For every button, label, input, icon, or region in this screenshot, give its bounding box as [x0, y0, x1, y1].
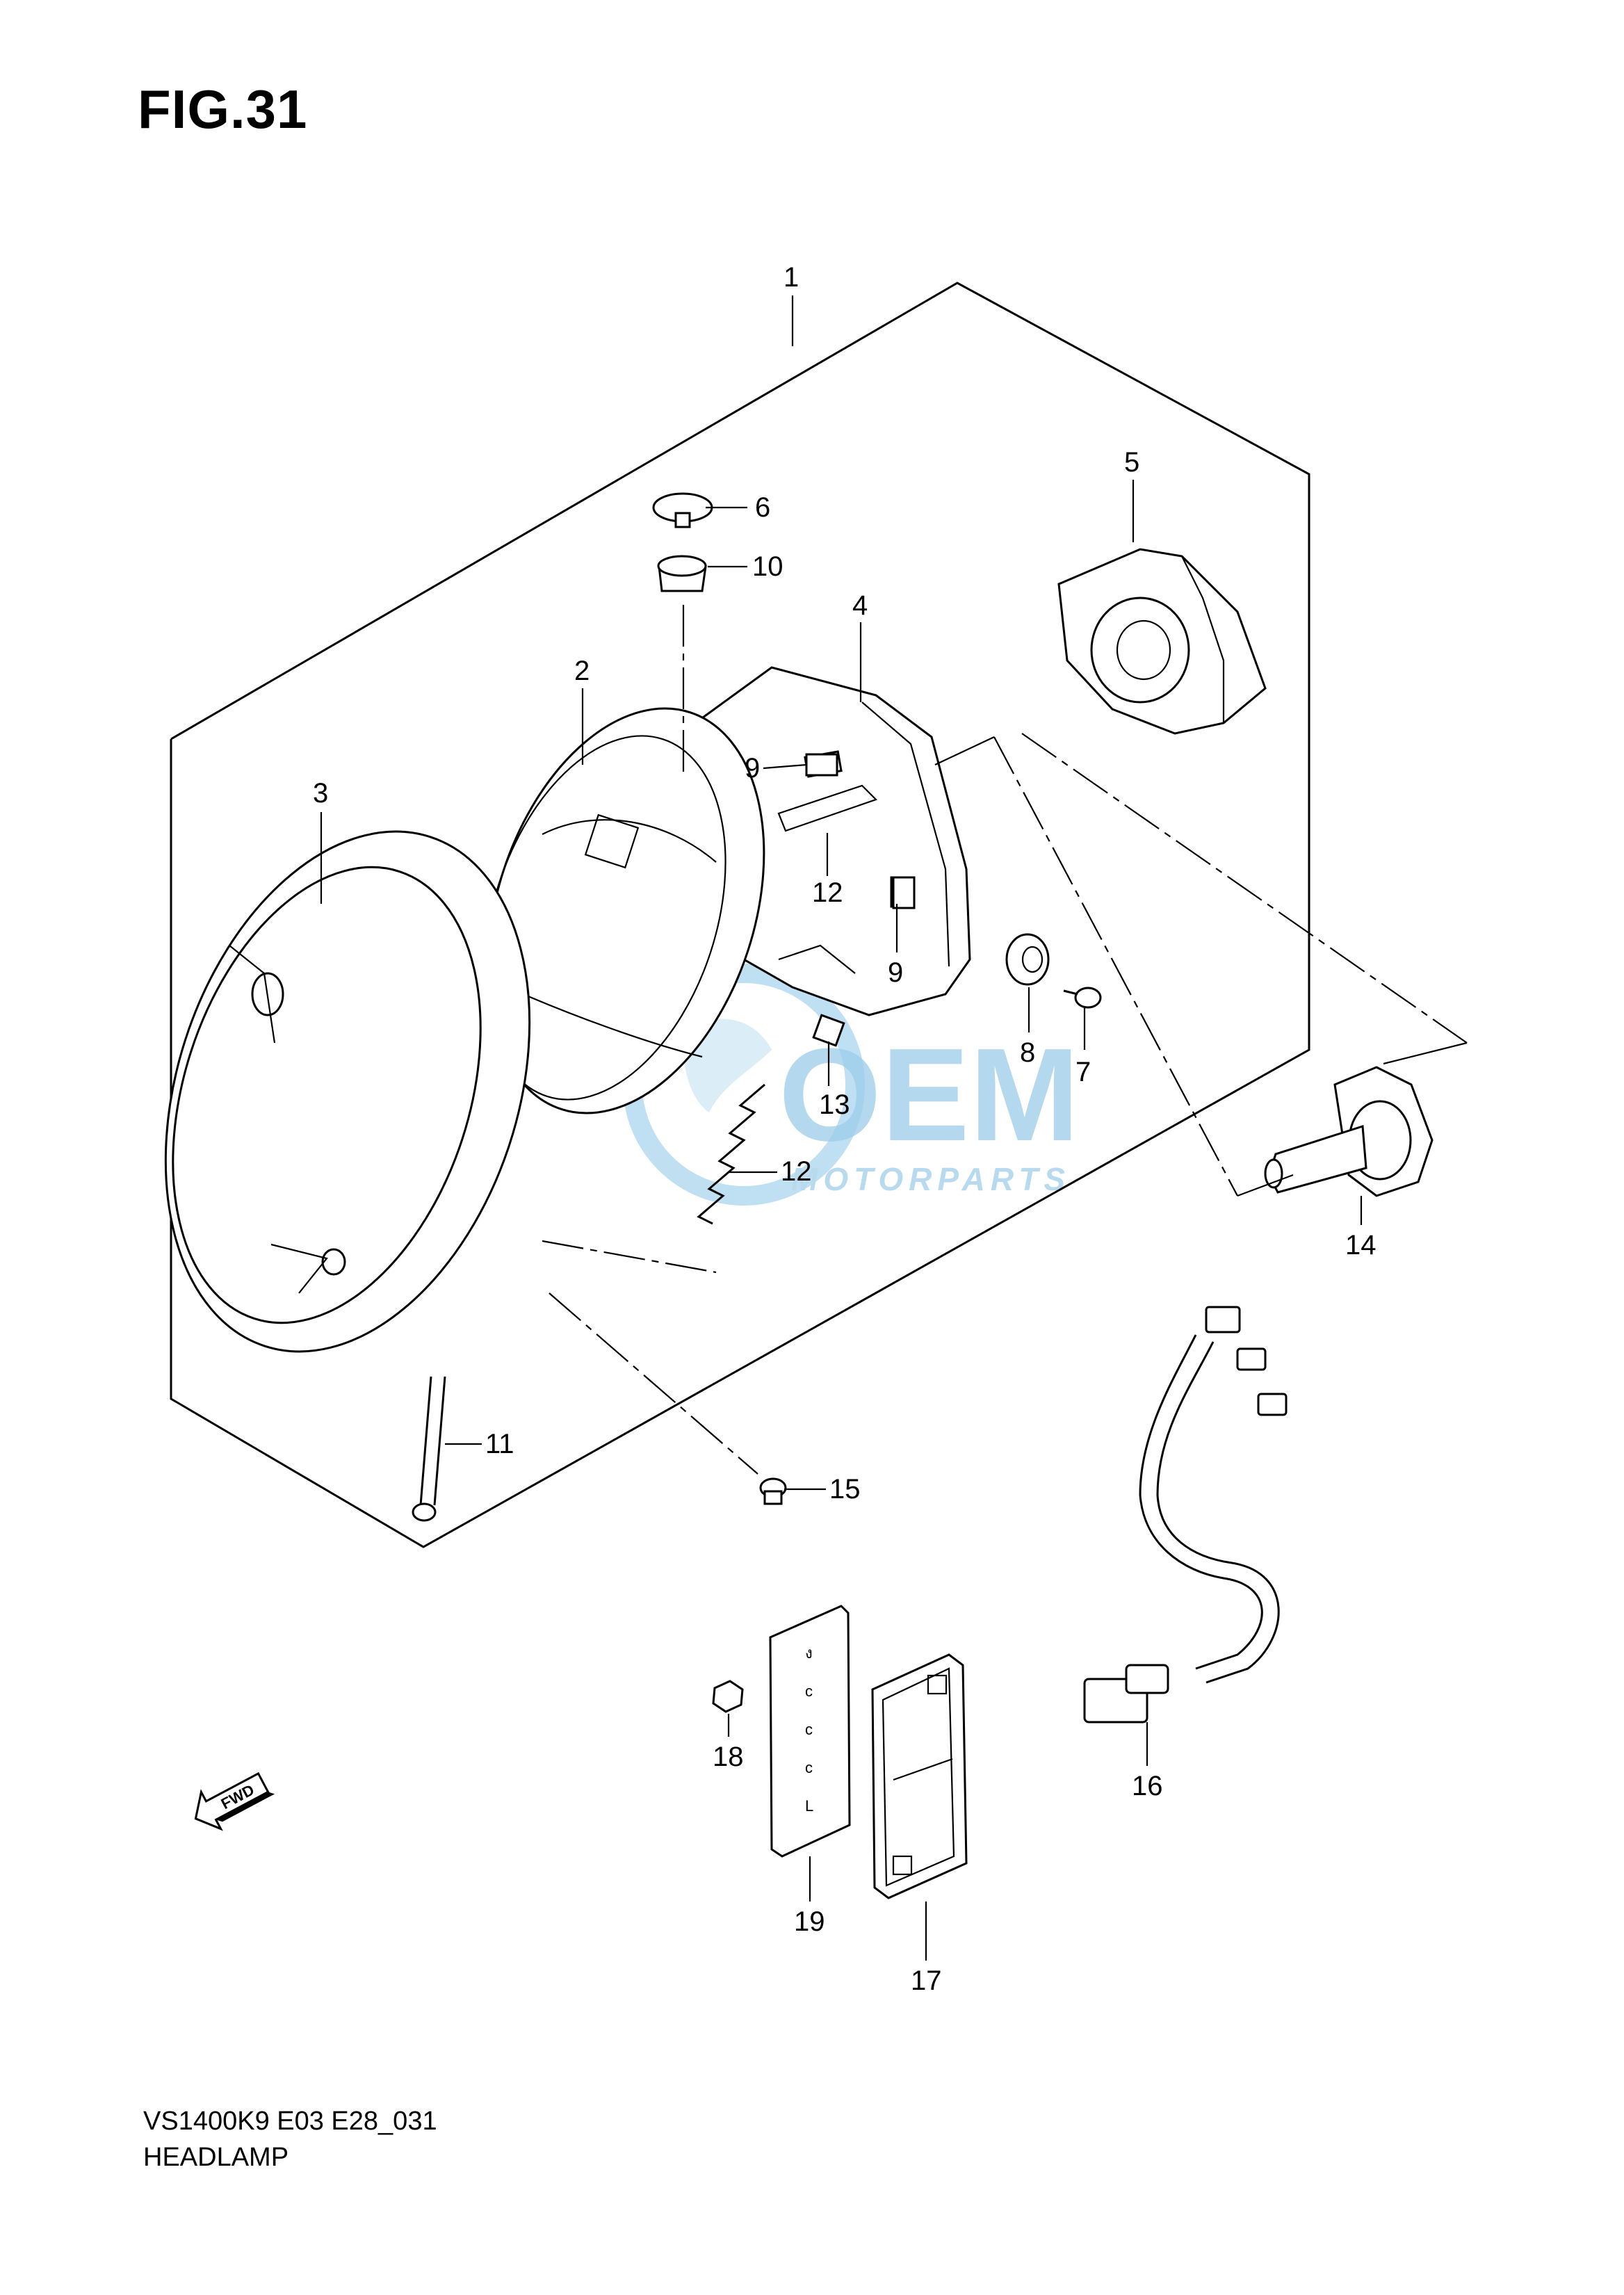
part-3-headlamp-rim[interactable]: [103, 784, 592, 1399]
part-9-clip-upper[interactable]: [805, 753, 838, 777]
callout-12-lower: 12: [781, 1156, 812, 1187]
callout-18: 18: [713, 1742, 744, 1772]
svg-text:L: L: [805, 1797, 813, 1815]
callout-14: 14: [1345, 1230, 1377, 1260]
section-name: HEADLAMP: [143, 2143, 289, 2172]
callout-19: 19: [794, 1906, 825, 1937]
part-11-long-screw[interactable]: [412, 1376, 446, 1522]
part-18-nut[interactable]: [712, 1680, 744, 1713]
watermark-continent-shape: [684, 1019, 772, 1112]
callout-6: 6: [755, 492, 770, 523]
svg-text:c: c: [805, 1682, 813, 1700]
part-19-label-plate[interactable]: ง c c c L: [769, 1605, 851, 1858]
model-code: VS1400K9 E03 E28_031: [143, 2107, 437, 2136]
callout-10: 10: [752, 551, 783, 582]
callout-1: 1: [783, 262, 799, 293]
callout-2: 2: [574, 656, 590, 686]
part-7-screw[interactable]: [1063, 987, 1102, 1009]
part-16-wiring-harness[interactable]: [1083, 1306, 1288, 1724]
callout-3: 3: [313, 778, 328, 809]
part-10-grommet[interactable]: [657, 555, 707, 592]
callout-4: 4: [852, 590, 868, 621]
svg-text:c: c: [805, 1759, 813, 1776]
callout-12-upper: 12: [812, 877, 843, 908]
part-13-nut[interactable]: [812, 1014, 845, 1047]
part-12-adjusting-spring[interactable]: [697, 1083, 765, 1225]
callout-17: 17: [911, 1965, 942, 1996]
part-8-rubber-grommet[interactable]: [1005, 933, 1050, 986]
assembly-boundary-outline: [170, 282, 1310, 1548]
callout-11: 11: [485, 1429, 514, 1459]
part-17-reflector-panel[interactable]: [871, 1653, 968, 1899]
part-2-headlamp-unit[interactable]: [439, 673, 812, 1149]
callout-15: 15: [829, 1474, 861, 1505]
part-15-small-screw[interactable]: [759, 1477, 787, 1505]
forward-arrow-icon: FWD: [194, 1771, 275, 1831]
callout-7: 7: [1075, 1057, 1091, 1087]
part-5-headlamp-cover[interactable]: [1057, 548, 1267, 735]
part-6-cap-nut[interactable]: [652, 492, 713, 528]
svg-text:ง: ง: [805, 1644, 813, 1662]
watermark-brand-sub: MOTORPARTS: [791, 1161, 1071, 1197]
part-14-headlamp-bulb[interactable]: [1264, 1066, 1434, 1197]
callout-16: 16: [1132, 1771, 1163, 1801]
callout-8: 8: [1020, 1037, 1035, 1068]
figure-title: FIG.31: [138, 79, 308, 140]
callout-13: 13: [819, 1089, 850, 1120]
callout-labels: 1 2 3 4 5 6 7 8 9 9 10 11 12 12 13 14 15…: [313, 262, 1377, 1996]
callout-5: 5: [1124, 447, 1139, 478]
part-9-clip-lower[interactable]: [892, 876, 916, 909]
svg-text:c: c: [805, 1721, 813, 1738]
callout-9-lower: 9: [888, 957, 903, 988]
leader-lines: [320, 295, 1468, 1961]
callout-9-upper: 9: [745, 753, 760, 784]
